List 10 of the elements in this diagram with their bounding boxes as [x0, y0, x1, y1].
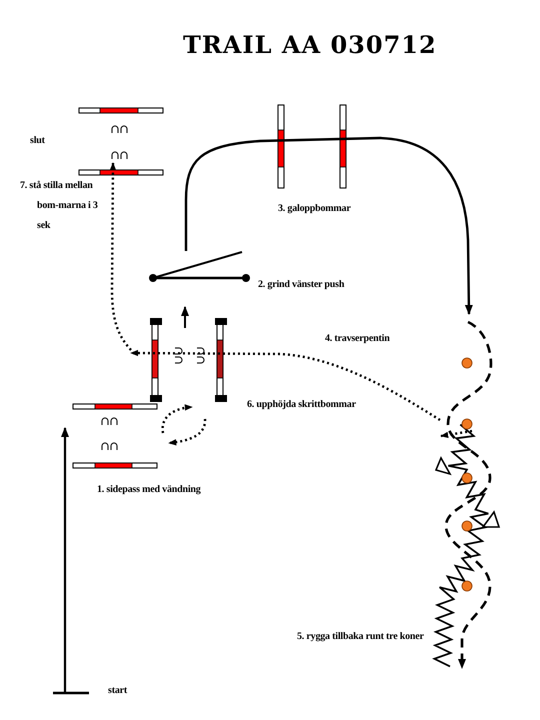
obstacle-caption: 7. stå stilla mellan bom-marna i 3 sek [20, 179, 99, 233]
obstacle-caption: 5. rygga tillbaka runt tre koner [297, 630, 424, 644]
obstacle-caption: 2. grind vänster push [258, 278, 344, 292]
obstacle-caption: 4. travserpentin [325, 332, 390, 346]
title: TRAIL AA 030712 [183, 30, 437, 59]
start-label: start [108, 684, 127, 698]
finish-label: slut [30, 134, 45, 148]
obstacle-caption: 1. sidepass med vändning [97, 483, 201, 497]
obstacle-caption: 3. galoppbommar [278, 202, 351, 216]
obstacle-caption: 6. upphöjda skrittbommar [247, 398, 356, 412]
